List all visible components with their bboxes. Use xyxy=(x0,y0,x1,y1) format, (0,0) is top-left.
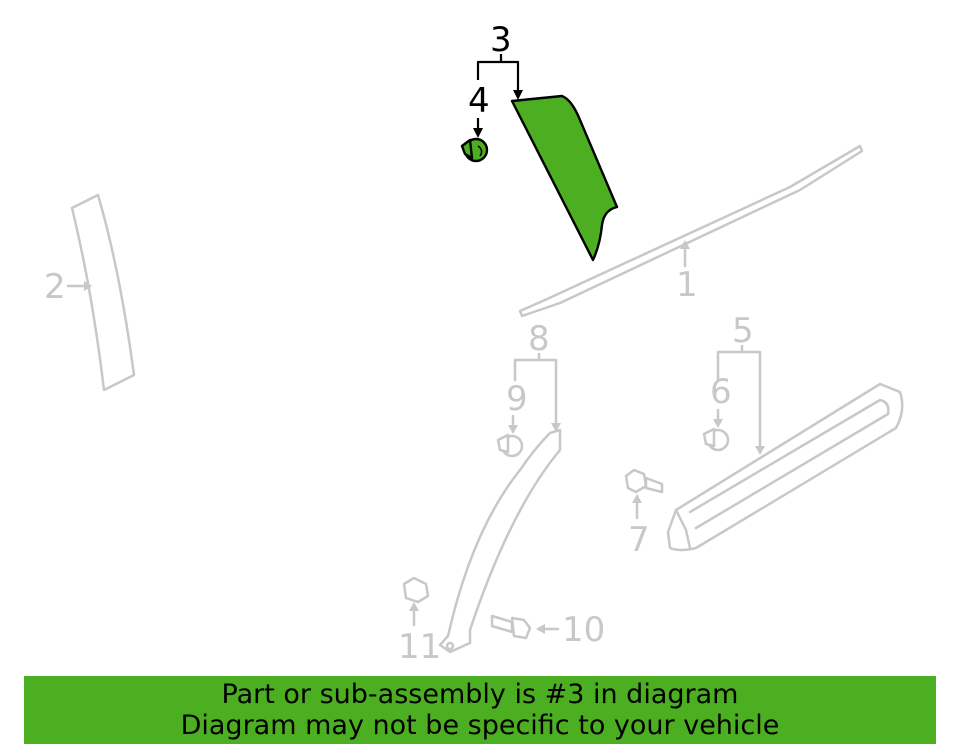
callout-6: 6 xyxy=(710,372,732,428)
callout-3: 3 xyxy=(476,20,523,100)
part-2-pillar-garnish xyxy=(70,193,136,392)
part-3-applique-highlighted xyxy=(510,94,619,262)
callout-9: 9 xyxy=(506,379,528,434)
part-1-belt-moulding xyxy=(518,144,864,318)
svg-text:3: 3 xyxy=(490,20,512,60)
banner-line-disclaimer: Diagram may not be specific to your vehi… xyxy=(180,710,780,741)
part-10-bolt xyxy=(490,614,532,640)
callout-11: 11 xyxy=(398,602,441,667)
callout-5: 5 xyxy=(716,311,765,455)
callout-1: 1 xyxy=(676,240,698,305)
part-8-arch-moulding xyxy=(438,428,562,654)
part-6-clip xyxy=(702,427,730,452)
callout-4: 4 xyxy=(468,81,490,138)
svg-text:6: 6 xyxy=(710,372,732,412)
svg-text:4: 4 xyxy=(468,81,490,121)
svg-text:7: 7 xyxy=(628,520,650,560)
callout-2: 2 xyxy=(44,267,92,307)
svg-text:10: 10 xyxy=(562,610,605,650)
info-banner: Part or sub-assembly is #3 in diagram Di… xyxy=(24,676,936,744)
part-9-clip xyxy=(496,433,524,458)
svg-text:2: 2 xyxy=(44,267,66,307)
callout-10: 10 xyxy=(536,610,605,650)
svg-text:1: 1 xyxy=(676,265,698,305)
part-5-rocker-moulding xyxy=(666,382,904,552)
part-11-clip xyxy=(402,576,430,604)
part-4-clip-highlighted xyxy=(460,137,489,163)
banner-line-part: Part or sub-assembly is #3 in diagram xyxy=(221,679,739,710)
svg-text:5: 5 xyxy=(732,311,754,351)
part-7-screw xyxy=(624,468,664,494)
svg-text:8: 8 xyxy=(528,319,550,359)
callout-7: 7 xyxy=(628,494,650,560)
svg-text:11: 11 xyxy=(398,627,441,667)
callout-8: 8 xyxy=(513,319,561,432)
svg-text:9: 9 xyxy=(506,379,528,419)
